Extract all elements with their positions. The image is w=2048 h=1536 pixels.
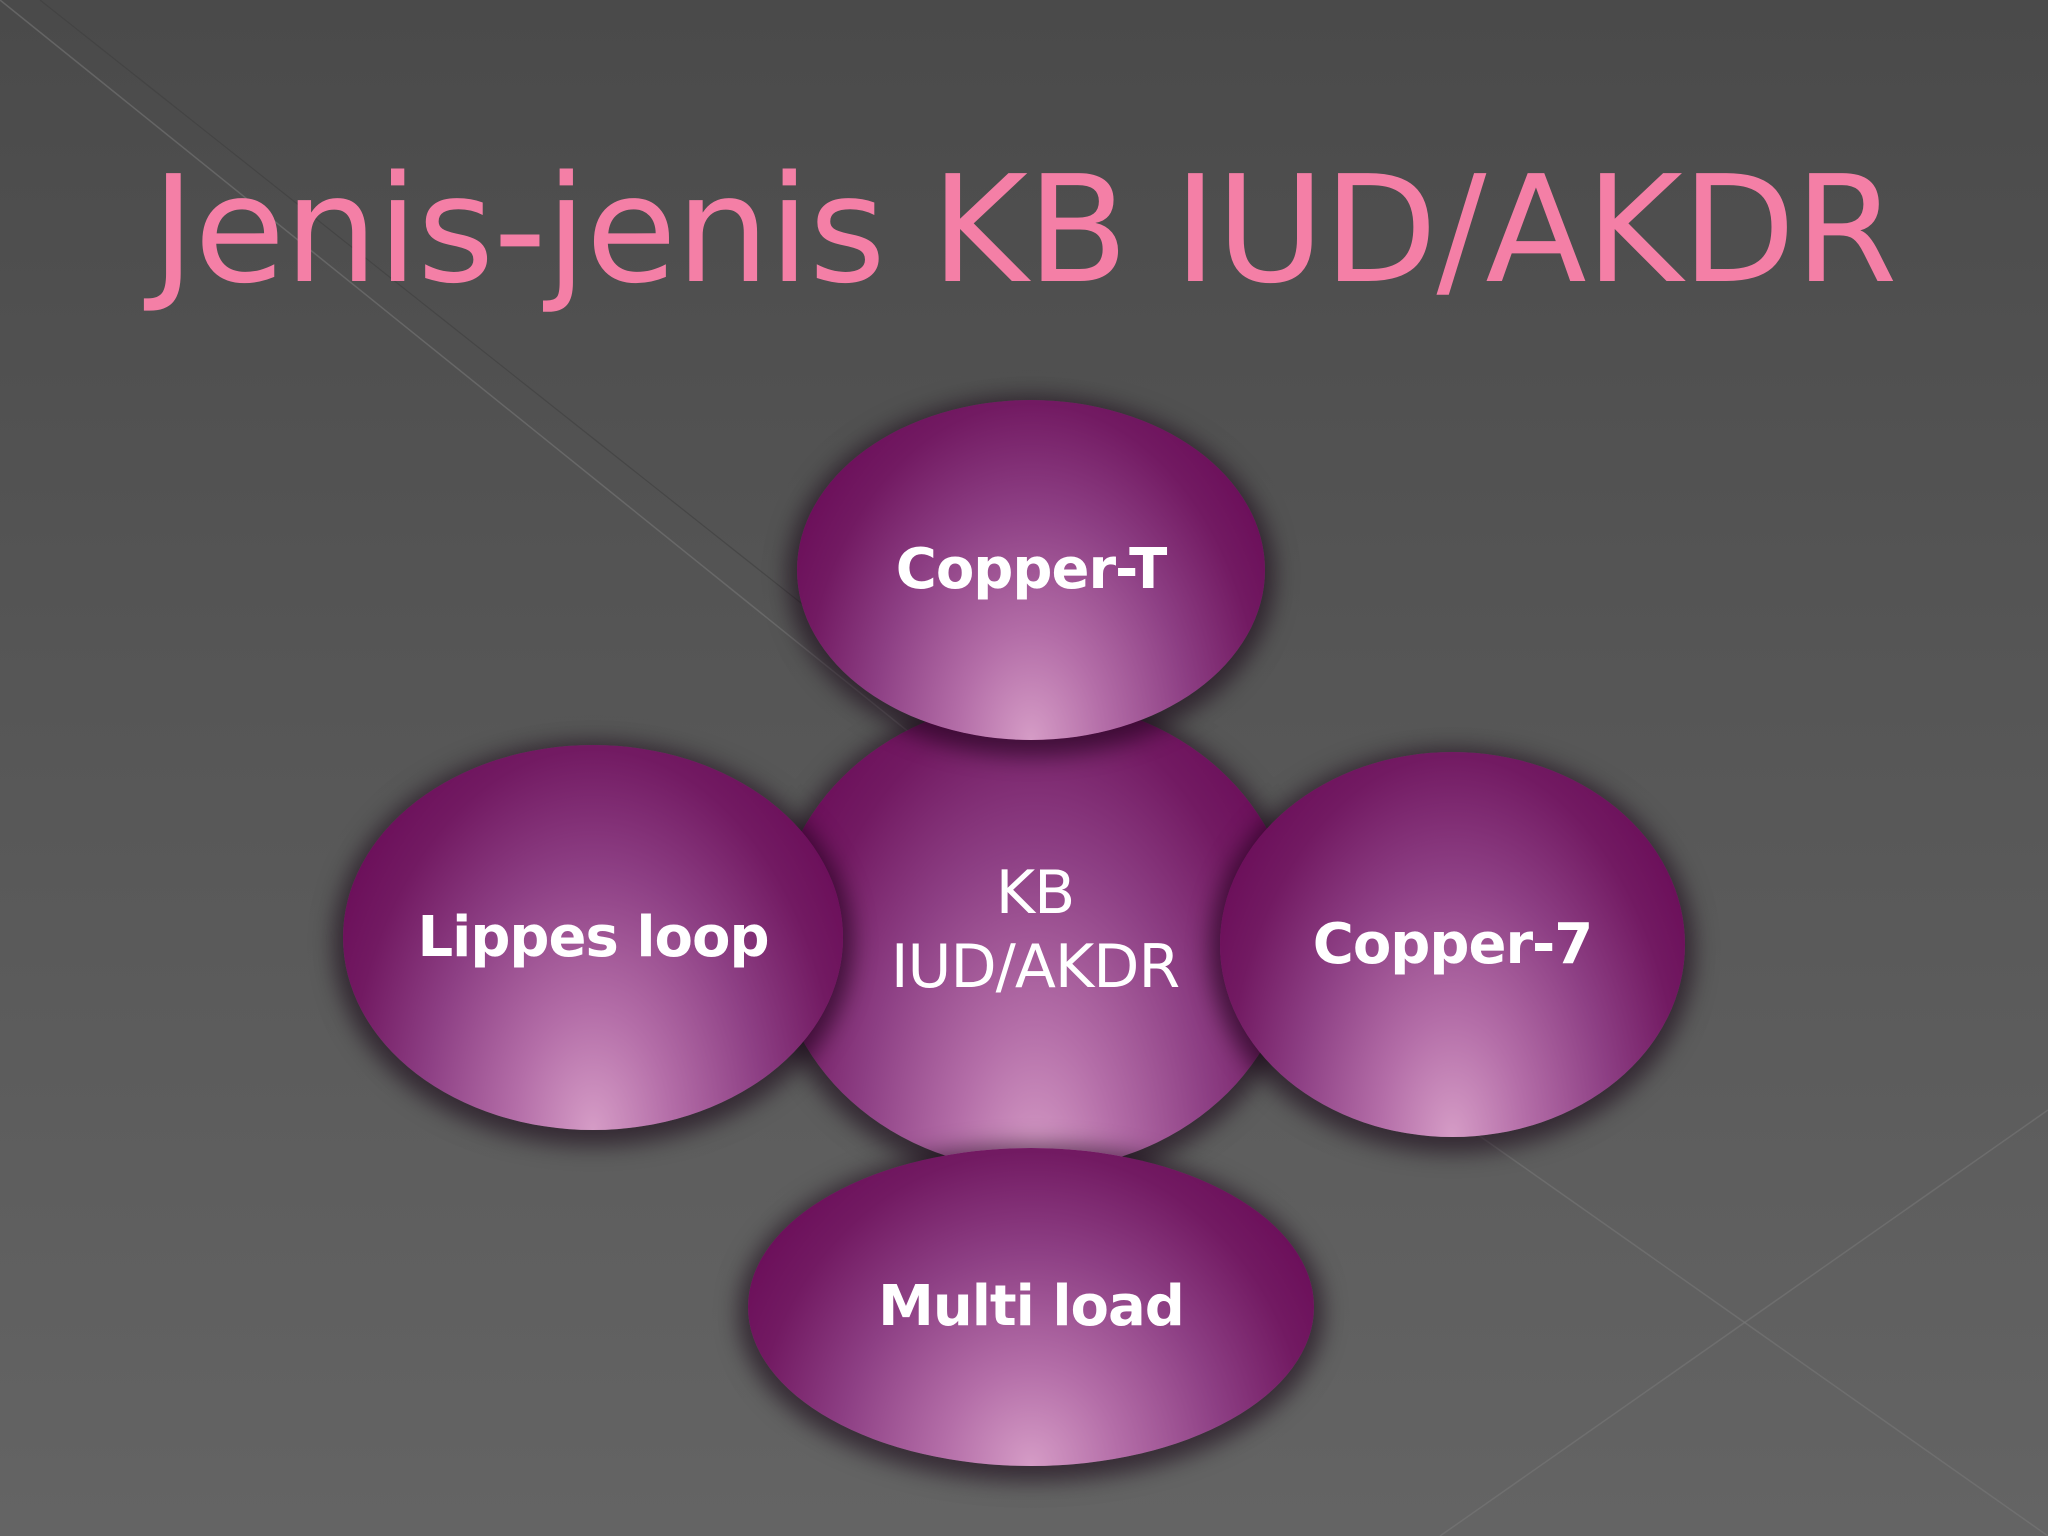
node-lippes-loop: Lippes loop bbox=[343, 745, 843, 1130]
node-copper-t: Copper-T bbox=[797, 400, 1265, 740]
node-label-multi-load: Multi load bbox=[878, 1274, 1185, 1339]
slide-title: Jenis-jenis KB IUD/AKDR bbox=[151, 144, 1898, 316]
node-label-copper-7: Copper-7 bbox=[1312, 911, 1594, 977]
node-multi-load: Multi load bbox=[748, 1148, 1314, 1466]
node-copper-7: Copper-7 bbox=[1220, 752, 1685, 1137]
center-node-label: KB IUD/AKDR bbox=[890, 858, 1180, 1002]
center-node-kb-iud-akdr: KB IUD/AKDR bbox=[775, 700, 1295, 1170]
node-label-copper-t: Copper-T bbox=[895, 537, 1168, 602]
node-label-lippes-loop: Lippes loop bbox=[417, 904, 769, 970]
